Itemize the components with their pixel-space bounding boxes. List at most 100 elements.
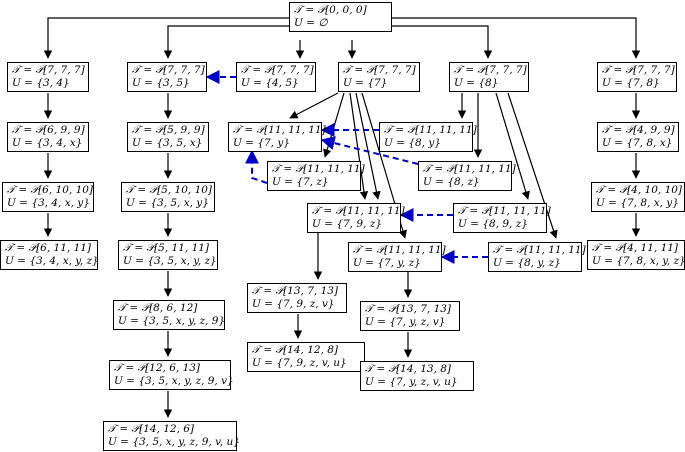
edge-8-to-89z bbox=[495, 92, 530, 200]
node-7yzvu-t: 𝒯 = 𝒫[14, 13, 8] bbox=[365, 363, 452, 375]
node-8z: 𝒯 = 𝒫[11, 11, 11] U = {8, z} bbox=[418, 161, 516, 191]
node-c6r1-t: 𝒯 = 𝒫[4, 9, 9] bbox=[602, 124, 675, 136]
node-c2r5-u: U = {3, 5, x, y, z, 9, v} bbox=[114, 375, 234, 387]
node-89z-u: U = {8, 9, z} bbox=[458, 218, 528, 230]
node-79zv: 𝒯 = 𝒫[13, 7, 13] U = {7, 9, z, v} bbox=[247, 283, 347, 313]
node-8y: 𝒯 = 𝒫[11, 11, 11] U = {8, y} bbox=[379, 122, 477, 152]
node-8z-u: U = {8, z} bbox=[423, 176, 480, 188]
node-c1r1-t: 𝒯 = 𝒫[6, 9, 9] bbox=[12, 124, 85, 136]
node-7yzv: 𝒯 = 𝒫[13, 7, 13] U = {7, y, z, v} bbox=[360, 301, 460, 331]
node-79zv-t: 𝒯 = 𝒫[13, 7, 13] bbox=[252, 285, 339, 297]
node-c5r0: 𝒯 = 𝒫[7, 7, 7] U = {8} bbox=[449, 62, 529, 92]
node-c2r4: 𝒯 = 𝒫[8, 6, 12] U = {3, 5, x, y, z, 9} bbox=[113, 300, 225, 330]
node-79zv-u: U = {7, 9, z, v} bbox=[252, 298, 335, 310]
node-c1r0-u: U = {3, 4} bbox=[12, 77, 70, 89]
node-c4r0-t: 𝒯 = 𝒫[7, 7, 7] bbox=[343, 64, 416, 76]
node-7y-t: 𝒯 = 𝒫[11, 11, 11] bbox=[233, 124, 326, 136]
root-branches bbox=[43, 17, 641, 59]
node-c2r2-u: U = {3, 5, x, y} bbox=[126, 197, 209, 209]
dashed-8z-to-7y bbox=[320, 136, 419, 165]
node-7yz: 𝒯 = 𝒫[11, 11, 11] U = {7, y, z} bbox=[348, 242, 446, 272]
node-c3r0: 𝒯 = 𝒫[7, 7, 7] U = {4, 5} bbox=[236, 62, 316, 92]
node-c1r3-t: 𝒯 = 𝒫[6, 11, 11] bbox=[5, 242, 92, 254]
node-79zvu-u: U = {7, 9, z, v, u} bbox=[252, 357, 347, 369]
node-c2r0-u: U = {3, 5} bbox=[132, 77, 190, 89]
column-5-edges bbox=[457, 92, 558, 239]
edge-root-c2 bbox=[163, 25, 289, 59]
node-7z: 𝒯 = 𝒫[11, 11, 11] U = {7, z} bbox=[267, 161, 365, 191]
node-c2r4-t: 𝒯 = 𝒫[8, 6, 12] bbox=[118, 302, 198, 314]
edge-7-to-7y bbox=[289, 92, 339, 119]
node-c2r2-t: 𝒯 = 𝒫[5, 10, 10] bbox=[126, 184, 213, 196]
node-c1r1: 𝒯 = 𝒫[6, 9, 9] U = {3, 4, x} bbox=[7, 122, 89, 152]
edge-7-to-7z bbox=[323, 92, 345, 158]
node-8y-t: 𝒯 = 𝒫[11, 11, 11] bbox=[384, 124, 477, 136]
node-8y-u: U = {8, y} bbox=[384, 137, 441, 149]
node-79z-u: U = {7, 9, z} bbox=[312, 218, 382, 230]
node-7z-t: 𝒯 = 𝒫[11, 11, 11] bbox=[272, 163, 365, 175]
node-root-t: 𝒯 = 𝒫[0, 0, 0] bbox=[294, 4, 367, 16]
node-7yzvu: 𝒯 = 𝒫[14, 13, 8] U = {7, y, z, v, u} bbox=[360, 361, 474, 391]
node-c1r3: 𝒯 = 𝒫[6, 11, 11] U = {3, 4, x, y, z} bbox=[0, 240, 99, 270]
node-c4r0-u: U = {7} bbox=[343, 77, 388, 89]
edge-7-to-79z-b bbox=[355, 92, 381, 200]
node-7yzv-t: 𝒯 = 𝒫[13, 7, 13] bbox=[365, 303, 452, 315]
node-c1r3-u: U = {3, 4, x, y, z} bbox=[5, 255, 99, 267]
node-7yzvu-u: U = {7, y, z, v, u} bbox=[365, 376, 458, 388]
node-7yz-t: 𝒯 = 𝒫[11, 11, 11] bbox=[353, 244, 446, 256]
node-c2r2: 𝒯 = 𝒫[5, 10, 10] U = {3, 5, x, y} bbox=[121, 182, 215, 212]
edge-7-to-79z-a bbox=[349, 92, 369, 200]
node-c5r0-u: U = {8} bbox=[454, 77, 499, 89]
dashed-equivalence-edges bbox=[205, 70, 488, 264]
node-c2r3-u: U = {3, 5, x, y, z} bbox=[123, 255, 217, 267]
node-c6r2: 𝒯 = 𝒫[4, 10, 10] U = {7, 8, x, y} bbox=[591, 182, 685, 212]
node-79zvu: 𝒯 = 𝒫[14, 12, 8] U = {7, 9, z, v, u} bbox=[247, 342, 365, 372]
node-c5r0-t: 𝒯 = 𝒫[7, 7, 7] bbox=[454, 64, 527, 76]
edge-root-c5 bbox=[392, 25, 493, 59]
node-c6r1-u: U = {7, 8, x} bbox=[602, 137, 673, 149]
node-c2r6-u: U = {3, 5, x, y, z, 9, v, u} bbox=[108, 436, 240, 448]
node-8yz-t: 𝒯 = 𝒫[11, 11, 11] bbox=[493, 244, 586, 256]
node-root: 𝒯 = 𝒫[0, 0, 0] U = ∅ bbox=[289, 2, 392, 32]
node-c2r1: 𝒯 = 𝒫[5, 9, 9] U = {3, 5, x} bbox=[127, 122, 209, 152]
node-c2r1-t: 𝒯 = 𝒫[5, 9, 9] bbox=[132, 124, 205, 136]
node-c6r0-t: 𝒯 = 𝒫[7, 7, 7] bbox=[602, 64, 675, 76]
node-89z-t: 𝒯 = 𝒫[11, 11, 11] bbox=[458, 205, 551, 217]
edge-root-c1 bbox=[43, 17, 289, 59]
node-c6r2-t: 𝒯 = 𝒫[4, 10, 10] bbox=[596, 184, 683, 196]
node-c3r0-t: 𝒯 = 𝒫[7, 7, 7] bbox=[241, 64, 314, 76]
node-c1r0-t: 𝒯 = 𝒫[7, 7, 7] bbox=[12, 64, 85, 76]
node-79z-t: 𝒯 = 𝒫[11, 11, 11] bbox=[312, 205, 405, 217]
node-c1r2: 𝒯 = 𝒫[6, 10, 10] U = {3, 4, x, y} bbox=[2, 182, 94, 212]
node-7y-u: U = {7, y} bbox=[233, 137, 290, 149]
node-8yz-u: U = {8, y, z} bbox=[493, 257, 561, 269]
node-7yz-u: U = {7, y, z} bbox=[353, 257, 421, 269]
node-c2r6: 𝒯 = 𝒫[14, 12, 6] U = {3, 5, x, y, z, 9, … bbox=[103, 421, 240, 451]
node-79zvu-t: 𝒯 = 𝒫[14, 12, 8] bbox=[252, 344, 339, 356]
node-c2r5: 𝒯 = 𝒫[12, 6, 13] U = {3, 5, x, y, z, 9, … bbox=[109, 360, 234, 390]
node-c2r0: 𝒯 = 𝒫[7, 7, 7] U = {3, 5} bbox=[127, 62, 207, 92]
node-7z-u: U = {7, z} bbox=[272, 176, 329, 188]
node-79z: 𝒯 = 𝒫[11, 11, 11] U = {7, 9, z} bbox=[307, 203, 405, 233]
node-c2r0-t: 𝒯 = 𝒫[7, 7, 7] bbox=[132, 64, 205, 76]
node-c2r6-t: 𝒯 = 𝒫[14, 12, 6] bbox=[108, 423, 195, 435]
node-c3r0-u: U = {4, 5} bbox=[241, 77, 299, 89]
node-7y: 𝒯 = 𝒫[11, 11, 11] U = {7, y} bbox=[228, 122, 326, 152]
node-c6r3-t: 𝒯 = 𝒫[4, 11, 11] bbox=[592, 242, 679, 254]
node-c1r2-u: U = {3, 4, x, y} bbox=[7, 197, 90, 209]
dashed-7z-to-7y bbox=[245, 149, 268, 184]
node-c2r3-t: 𝒯 = 𝒫[5, 11, 11] bbox=[123, 242, 210, 254]
node-root-u: U = ∅ bbox=[294, 17, 328, 29]
node-c1r1-u: U = {3, 4, x} bbox=[12, 137, 83, 149]
node-c6r3: 𝒯 = 𝒫[4, 11, 11] U = {7, 8, x, y, z} bbox=[587, 240, 685, 270]
node-c6r0-u: U = {7, 8} bbox=[602, 77, 660, 89]
edge-root-c6 bbox=[392, 17, 641, 59]
node-c6r1: 𝒯 = 𝒫[4, 9, 9] U = {7, 8, x} bbox=[597, 122, 679, 152]
node-8z-t: 𝒯 = 𝒫[11, 11, 11] bbox=[423, 163, 516, 175]
node-c2r5-t: 𝒯 = 𝒫[12, 6, 13] bbox=[114, 362, 201, 374]
node-c2r3: 𝒯 = 𝒫[5, 11, 11] U = {3, 5, x, y, z} bbox=[118, 240, 218, 270]
node-c2r1-u: U = {3, 5, x} bbox=[132, 137, 203, 149]
node-c4r0: 𝒯 = 𝒫[7, 7, 7] U = {7} bbox=[338, 62, 420, 92]
node-c6r3-u: U = {7, 8, x, y, z} bbox=[592, 255, 685, 267]
edge-8-to-8yz bbox=[507, 92, 558, 239]
